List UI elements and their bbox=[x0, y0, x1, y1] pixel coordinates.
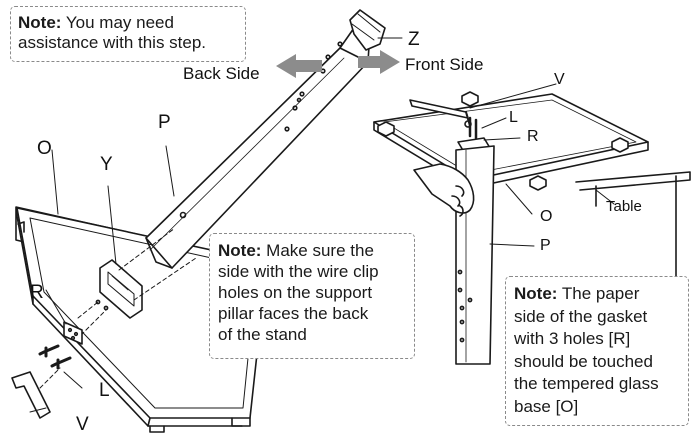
label-v-right: V bbox=[554, 71, 565, 88]
glass-base-left bbox=[15, 206, 271, 433]
label-r-left: R bbox=[30, 282, 44, 303]
label-z: Z bbox=[408, 29, 420, 50]
note-right-heading: Note: bbox=[514, 284, 558, 303]
note-right-line-6: base [O] bbox=[514, 396, 579, 416]
note-top-line-2: assistance with this step. bbox=[18, 33, 207, 52]
label-p-right: P bbox=[540, 237, 551, 254]
note-middle-line-1: Make sure the bbox=[261, 241, 374, 260]
note-right-line-1: The paper bbox=[557, 284, 640, 303]
note-right-line-3: with 3 holes [R] bbox=[514, 329, 631, 348]
label-o-left: O bbox=[37, 138, 52, 159]
back-side-arrow bbox=[276, 54, 322, 78]
note-top: Note: You may need assistance with this … bbox=[10, 6, 246, 62]
note-middle-line-2: side with the wire clip bbox=[218, 262, 379, 281]
label-o-right: O bbox=[540, 208, 553, 225]
label-l-right: L bbox=[509, 109, 518, 126]
note-middle-line-5: of the stand bbox=[218, 325, 307, 344]
label-r-right: R bbox=[527, 128, 539, 145]
direction-arrows bbox=[276, 50, 400, 78]
gasket-r-left bbox=[63, 321, 83, 345]
note-middle-line-4: pillar faces the back bbox=[218, 304, 369, 323]
label-back-side: Back Side bbox=[183, 64, 260, 83]
note-right-line-2: side of the gasket bbox=[514, 306, 648, 326]
note-middle-line-3: holes on the support bbox=[218, 283, 373, 302]
table-right bbox=[373, 91, 691, 407]
label-front-side: Front Side bbox=[405, 55, 484, 74]
label-table: Table bbox=[606, 198, 642, 215]
note-right: Note: The paper side of the gasket with … bbox=[505, 276, 689, 426]
leader-lines-left bbox=[29, 37, 403, 413]
label-y: Y bbox=[100, 154, 113, 175]
note-top-heading: Note: bbox=[18, 13, 62, 32]
screws-l-left bbox=[38, 344, 72, 370]
hand-illustration bbox=[413, 163, 475, 217]
note-right-line-5: the tempered glass bbox=[514, 374, 659, 393]
leader-lines-right bbox=[469, 83, 615, 247]
hex-key-left bbox=[11, 371, 51, 419]
front-side-arrow bbox=[358, 50, 400, 74]
label-v-left: V bbox=[76, 414, 89, 435]
note-middle-heading: Note: bbox=[218, 241, 262, 260]
note-middle: Note: Make sure the side with the wire c… bbox=[209, 233, 415, 359]
note-right-line-4: should be touched bbox=[514, 351, 653, 371]
note-top-line-1: You may need bbox=[61, 13, 174, 32]
label-p-left: P bbox=[158, 112, 171, 133]
label-l-left: L bbox=[99, 380, 110, 401]
